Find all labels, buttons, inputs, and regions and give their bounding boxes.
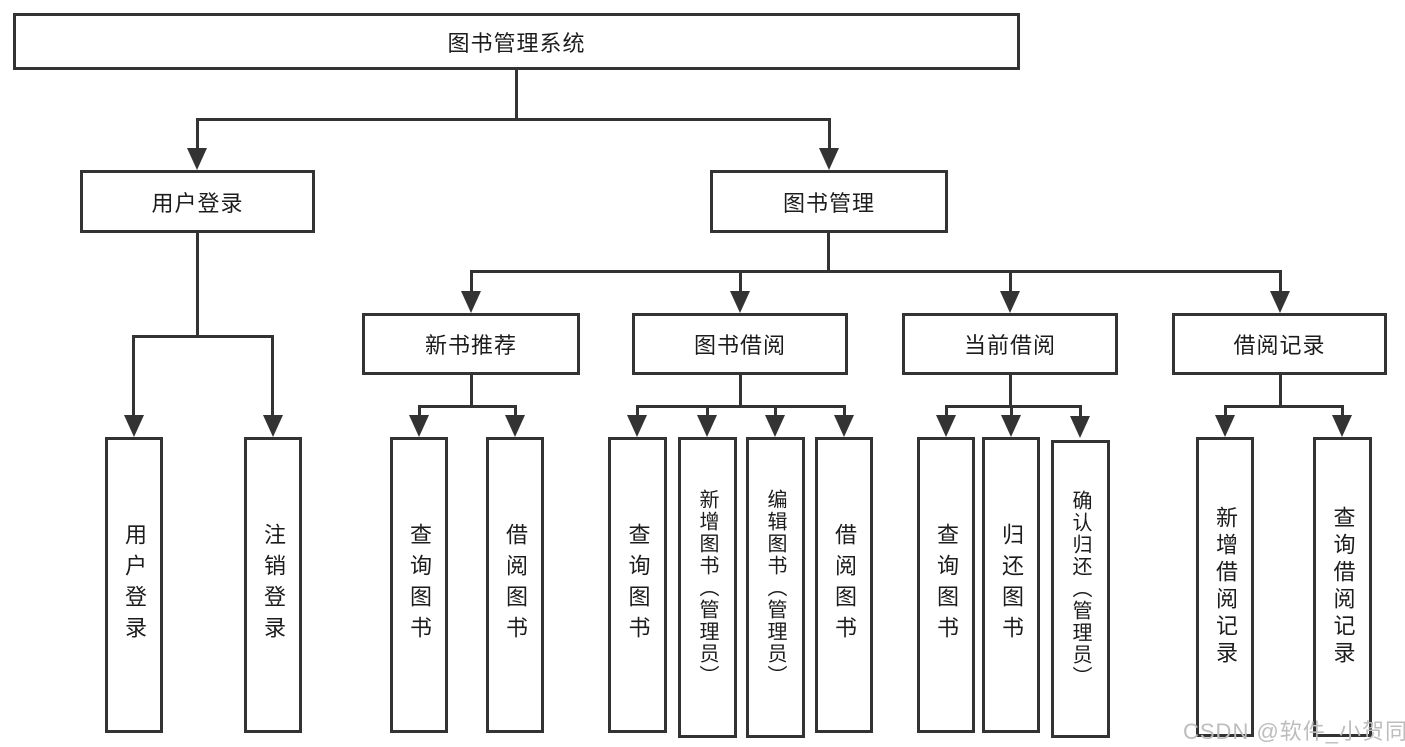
connector-line (1224, 405, 1344, 408)
arrow-down-icon (1070, 416, 1090, 438)
leaf-label: 查询图书 (407, 523, 432, 647)
leaf-label: 查询借阅记录 (1330, 506, 1356, 668)
node-user-login: 用户登录 (80, 170, 315, 233)
arrow-down-icon (819, 148, 839, 170)
connector-line (1341, 405, 1344, 417)
arrow-down-icon (697, 415, 717, 437)
node-label: 图书借阅 (693, 333, 786, 358)
leaf-borrow-books: 借阅图书 (815, 437, 873, 733)
connector-line (1009, 375, 1012, 407)
leaf-label: 查询图书 (625, 523, 651, 647)
connector-line (774, 405, 777, 417)
connector-line (470, 270, 1282, 273)
connector-line (196, 233, 199, 337)
leaf-borrow-books-recommend: 借阅图书 (486, 437, 544, 733)
connector-line (196, 118, 831, 121)
connector-line (945, 405, 1082, 408)
leaf-logout: 注销登录 (244, 437, 302, 733)
leaf-query-books-recommend: 查询图书 (390, 437, 448, 733)
leaf-label: 注销登录 (261, 523, 286, 647)
node-label: 当前借阅 (963, 333, 1056, 358)
node-label: 用户登录 (151, 190, 244, 216)
arrow-down-icon (834, 415, 854, 437)
leaf-label: 查询图书 (934, 523, 959, 647)
node-label: 图书管理 (782, 190, 875, 216)
node-root-library-system: 图书管理系统 (13, 13, 1020, 70)
connector-line (739, 270, 742, 294)
connector-line (636, 405, 846, 408)
arrow-down-icon (1270, 291, 1290, 313)
arrow-down-icon (765, 415, 785, 437)
connector-line (132, 335, 135, 417)
connector-line (514, 405, 517, 417)
connector-line (196, 118, 199, 150)
connector-line (739, 375, 742, 407)
connector-line (1010, 405, 1013, 417)
arrow-down-icon (461, 291, 481, 313)
leaf-label: 借阅图书 (503, 523, 528, 647)
connector-line (418, 405, 421, 417)
arrow-down-icon (730, 291, 750, 313)
connector-line (515, 70, 518, 118)
connector-line (1224, 405, 1227, 417)
node-current-borrow: 当前借阅 (902, 313, 1118, 375)
node-new-book-recommend: 新书推荐 (362, 313, 580, 375)
connector-line (706, 405, 709, 417)
leaf-query-borrow-record: 查询借阅记录 (1313, 437, 1372, 737)
arrow-down-icon (124, 415, 144, 437)
arrow-down-icon (627, 415, 647, 437)
connector-line (636, 405, 639, 417)
connector-line (827, 233, 830, 272)
connector-line (1279, 270, 1282, 294)
node-label: 图书管理系统 (447, 30, 586, 56)
leaf-user-login: 用户登录 (105, 437, 163, 733)
connector-line (418, 405, 517, 408)
leaf-label: 确认归还（管理员） (1069, 490, 1091, 688)
arrow-down-icon (263, 415, 283, 437)
connector-line (828, 118, 831, 150)
leaf-label: 新增图书（管理员） (696, 488, 718, 687)
leaf-query-books-borrow: 查询图书 (608, 437, 667, 733)
leaf-return-books: 归还图书 (982, 437, 1040, 733)
connector-line (1079, 405, 1082, 417)
leaf-label: 编辑图书（管理员） (764, 488, 786, 687)
leaf-label: 归还图书 (999, 523, 1024, 647)
leaf-add-borrow-record: 新增借阅记录 (1196, 437, 1254, 737)
csdn-watermark: CSDN @软件_小贺同学 (1183, 719, 1405, 744)
arrow-down-icon (936, 415, 956, 437)
arrow-down-icon (1001, 415, 1021, 437)
connector-line (843, 405, 846, 417)
leaf-label: 用户登录 (122, 523, 147, 647)
connector-line (1009, 270, 1012, 294)
arrow-down-icon (1000, 291, 1020, 313)
leaf-label: 借阅图书 (832, 523, 857, 647)
connector-line (470, 375, 473, 407)
node-label: 借阅记录 (1233, 333, 1326, 358)
node-book-management: 图书管理 (710, 170, 948, 233)
arrow-down-icon (409, 415, 429, 437)
node-borrow-records: 借阅记录 (1172, 313, 1387, 375)
node-label: 新书推荐 (424, 333, 517, 358)
arrow-down-icon (1332, 415, 1352, 437)
leaf-confirm-return-admin: 确认归还（管理员） (1051, 440, 1110, 738)
connector-line (1279, 375, 1282, 407)
leaf-label: 新增借阅记录 (1213, 506, 1238, 668)
connector-line (470, 270, 473, 294)
arrow-down-icon (1215, 415, 1235, 437)
arrow-down-icon (187, 148, 207, 170)
connector-line (945, 405, 948, 417)
leaf-edit-book-admin: 编辑图书（管理员） (746, 437, 805, 738)
connector-line (132, 335, 274, 338)
leaf-query-books-current: 查询图书 (917, 437, 975, 733)
connector-line (271, 335, 274, 417)
node-book-borrow: 图书借阅 (632, 313, 848, 375)
leaf-add-book-admin: 新增图书（管理员） (678, 437, 737, 738)
arrow-down-icon (505, 415, 525, 437)
